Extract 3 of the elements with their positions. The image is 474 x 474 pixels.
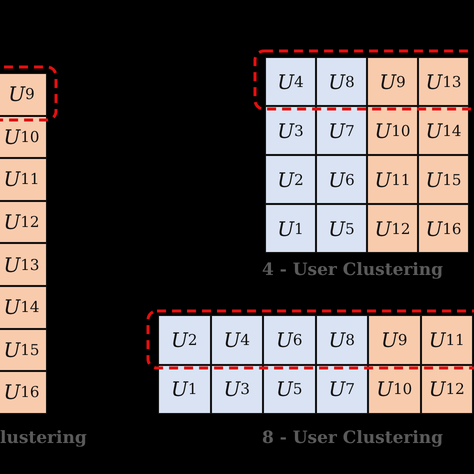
caption: 4 - User Clustering [262, 260, 444, 280]
caption: 8 - User Clustering [262, 428, 444, 448]
caption: lustering [0, 428, 87, 448]
